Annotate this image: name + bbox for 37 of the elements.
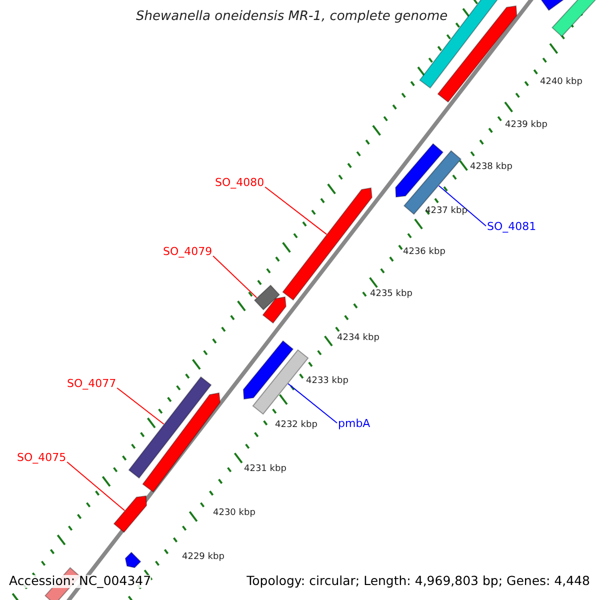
gene-label: SO_4081 [487,221,536,232]
leader-line [212,256,258,298]
leader-line [288,383,338,424]
scale-label: 4235 kbp [370,290,412,299]
leader-line [116,388,164,425]
gene-segment [142,392,221,493]
scale-label: 4230 kbp [213,509,256,518]
gene-label: SO_4080 [215,177,264,188]
gene-segment [124,552,142,568]
scale-label: 4240 kbp [540,78,582,87]
scale-label: 4232 kbp [275,421,318,430]
genome-info-note: Topology: circular; Length: 4,969,803 bp; Genes: 4,448 [246,575,590,588]
accession-note: Accession: NC_004347 [9,575,152,588]
gene-segment [242,340,294,400]
gene-segment [254,284,280,310]
scale-label: 4229 kbp [182,553,224,562]
gene-segment [282,187,372,301]
gene-label: SO_4077 [67,378,116,389]
gene-segment [262,296,286,324]
leader-line [264,186,328,235]
scale-label: 4233 kbp [306,377,348,386]
gene-label: pmbA [338,418,370,429]
title: Shewanella oneidensis MR-1, complete genome [136,10,448,23]
gene-segment [113,495,147,533]
scale-label: 4237 kbp [425,207,468,216]
scale-label: 4238 kbp [470,163,512,172]
gene-segment [128,376,212,479]
scale-label: 4231 kbp [244,465,286,474]
gene-segment [552,0,598,38]
gene-label: SO_4079 [163,246,212,257]
gene-label: SO_4075 [17,452,66,463]
gene-segment [395,143,444,198]
scale-label: 4234 kbp [337,334,380,343]
scale-label: 4236 kbp [403,248,446,257]
leader-line [438,185,486,226]
leader-line [66,462,126,511]
scale-label: 4239 kbp [505,121,548,130]
